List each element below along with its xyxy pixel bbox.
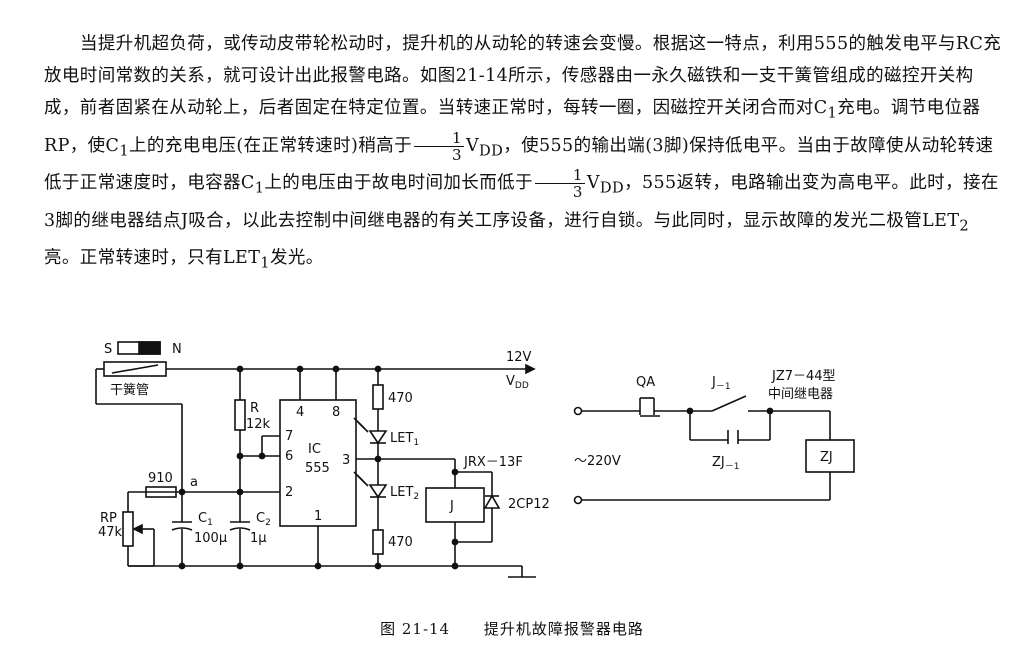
label-s: S xyxy=(104,342,112,357)
label-pin7: 7 xyxy=(285,429,293,444)
label-qa: QA xyxy=(636,375,655,390)
label-n: N xyxy=(172,342,182,357)
label-c2-val: 1μ xyxy=(250,531,267,546)
label-pin6: 6 xyxy=(285,449,293,464)
label-910: 910 xyxy=(148,471,173,486)
label-470-bottom: 470 xyxy=(388,535,413,550)
label-r: R xyxy=(250,401,259,416)
paragraph-body: 当提升机超负荷，或传动皮带轮松动时，提升机的从动轮的转速会变慢。根据这一特点，利… xyxy=(44,34,1002,272)
label-node-a: a xyxy=(190,475,198,490)
label-pin2: 2 xyxy=(285,485,293,500)
potentiometer-rp xyxy=(122,511,134,547)
label-j-box: J xyxy=(449,499,454,514)
figure-title: 提升机故障报警器电路 xyxy=(483,620,644,638)
diode-2cp12-icon xyxy=(483,494,501,509)
label-c1: C1 xyxy=(198,511,213,528)
label-rp-val: 47k xyxy=(98,525,123,540)
label-vdd: VDD xyxy=(506,374,529,391)
label-pin3: 3 xyxy=(342,453,350,468)
label-ic: IC xyxy=(308,442,321,457)
label-rp: RP xyxy=(100,511,117,526)
label-c2: C2 xyxy=(256,511,271,528)
label-zj-box: ZJ xyxy=(820,450,833,465)
label-220v: ～220V xyxy=(574,454,621,469)
label-pin1: 1 xyxy=(314,509,322,524)
label-c1-val: 100μ xyxy=(194,531,227,546)
label-pin4: 4 xyxy=(296,405,304,420)
label-reed: 干簧管 xyxy=(110,382,149,398)
relay-contact-j1 xyxy=(711,395,747,412)
label-jz7: JZ7－44型 xyxy=(771,369,836,384)
led-let2-icon xyxy=(368,484,388,499)
label-let1: LET1 xyxy=(390,431,419,448)
resistor-910 xyxy=(145,486,177,498)
label-12v: 12V xyxy=(506,350,532,365)
label-pin8: 8 xyxy=(332,405,340,420)
led-let1-icon xyxy=(368,430,388,445)
relay-j xyxy=(425,487,485,523)
description-paragraph: 当提升机超负荷，或传动皮带轮松动时，提升机的从动轮的转速会变慢。根据这一特点，利… xyxy=(44,28,1004,280)
label-j1: J－1 xyxy=(711,375,731,392)
resistor-470-top xyxy=(372,384,384,410)
label-jrx: JRX－13F xyxy=(463,455,523,470)
resistor-470-bottom xyxy=(372,529,384,555)
label-jz7-sub: 中间继电器 xyxy=(768,387,833,402)
label-let2: LET2 xyxy=(390,485,419,502)
label-ic-num: 555 xyxy=(305,461,330,476)
resistor-r-12k xyxy=(234,399,246,431)
label-r-val: 12k xyxy=(246,417,271,432)
figure-number: 图 21-14 xyxy=(380,620,451,638)
label-470-top: 470 xyxy=(388,391,413,406)
label-diode: 2CP12 xyxy=(508,497,550,512)
figure-caption: 图 21-14 提升机故障报警器电路 xyxy=(0,618,1024,639)
label-zj1: ZJ－1 xyxy=(712,455,739,472)
